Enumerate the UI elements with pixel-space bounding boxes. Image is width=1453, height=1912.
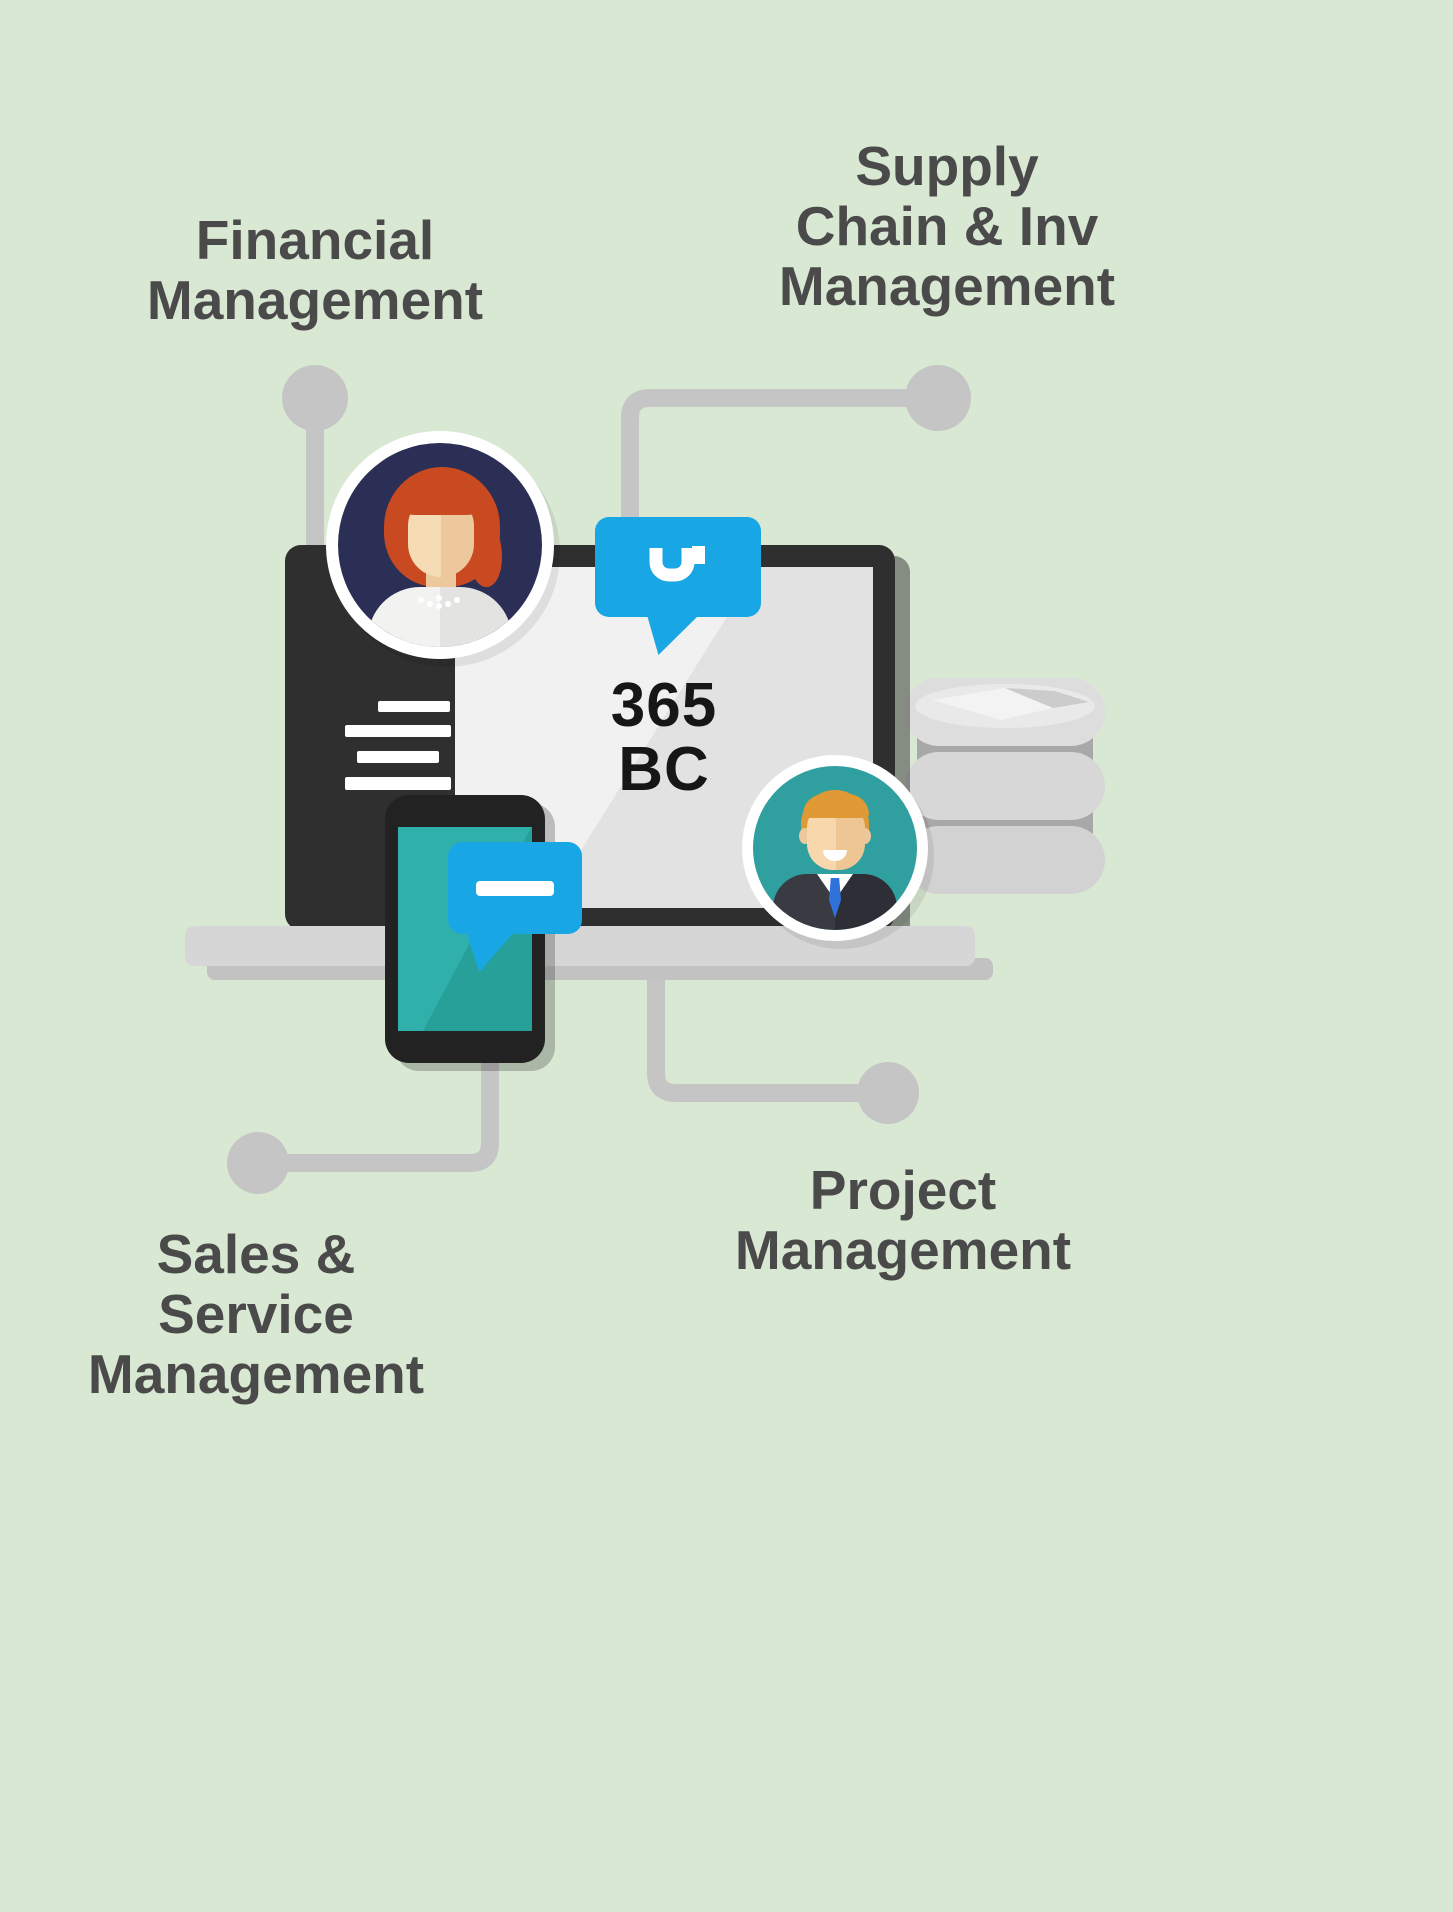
screen-text-bc: BC <box>618 734 710 804</box>
woman-necklace <box>436 595 442 601</box>
project-connector-dot <box>857 1062 919 1124</box>
man-smile <box>823 850 847 861</box>
database-icon <box>905 678 1105 894</box>
sales-connector-dot <box>227 1132 289 1194</box>
label-sales-service-management: Sales & Service Management <box>46 1224 466 1404</box>
project-connector-line <box>647 945 888 1102</box>
sidebar-text-line <box>378 701 450 712</box>
man-tie <box>829 878 841 918</box>
sidebar-text-line <box>345 725 451 737</box>
label-line: Management <box>734 1219 1072 1281</box>
woman-avatar <box>326 431 554 659</box>
label-line: Financial <box>195 209 435 271</box>
woman-hair-fringe <box>400 483 482 515</box>
financial-connector-dot <box>282 365 348 431</box>
label-line: Management <box>778 255 1116 317</box>
man-avatar <box>742 755 928 941</box>
sales-connector-line <box>258 1035 499 1172</box>
label-line: Project <box>809 1159 997 1221</box>
label-line: Management <box>146 269 484 331</box>
label-line: Sales & <box>156 1223 356 1285</box>
label-line: Supply <box>855 135 1039 197</box>
handset-icon <box>649 546 705 582</box>
sidebar-text-line <box>345 777 451 790</box>
label-line: Service <box>158 1283 354 1345</box>
chat-bubble-bottom <box>448 842 582 972</box>
dash-icon <box>476 880 554 896</box>
screen-text-365: 365 <box>610 670 718 740</box>
supply-connector-dot <box>905 365 971 431</box>
supply-connector-line <box>621 389 938 580</box>
label-project-management: Project Management <box>693 1160 1113 1280</box>
label-line: Chain & Inv <box>795 195 1099 257</box>
label-financial-management: Financial Management <box>105 210 525 330</box>
label-supply-chain-management: Supply Chain & Inv Management <box>737 136 1157 316</box>
label-line: Management <box>87 1343 425 1405</box>
man-hair-fringe <box>803 794 869 818</box>
chat-bubble-top <box>595 517 761 655</box>
sidebar-text-line <box>357 751 439 763</box>
